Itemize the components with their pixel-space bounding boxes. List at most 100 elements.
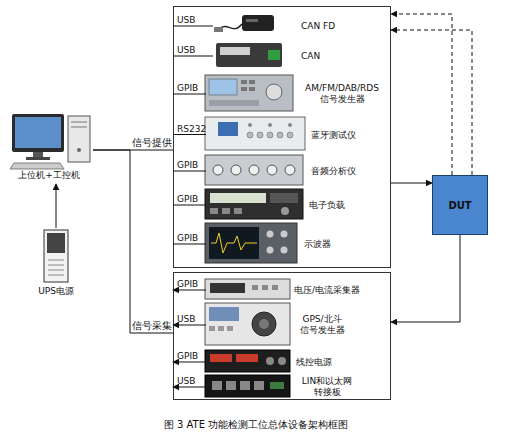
instrument: AM/FM/DAB/RDS 信号发生器 [206,76,294,112]
power-supply-illustration [278,357,286,365]
edge-label: GPIB [177,160,198,171]
electronic-load-illustration [205,189,303,219]
computer-illustration [26,157,50,160]
edge-label: GPIB [177,233,198,244]
ups-illustration [44,230,68,282]
electronic-load-illustration [205,189,303,219]
connector [173,134,206,135]
edge-label: USB [177,314,195,325]
audio-analyzer-illustration [213,165,223,175]
bluetooth-tester-illustration [268,123,272,127]
instrument: 线控电源 [206,351,291,373]
computer-illustration [10,163,64,169]
connector [173,290,206,291]
bluetooth-tester-illustration [218,122,238,136]
oscilloscope-illustration [281,231,288,238]
lin-ethernet-board-illustration [254,381,264,390]
connector [391,30,472,175]
audio-analyzer-illustration [205,155,303,185]
ups-illustration [44,230,68,282]
signal-generator-illustration [241,87,247,91]
node-label: 蓝牙测试仪 [311,129,356,140]
node-label: AM/FM/DAB/RDS 信号发生器 [297,83,387,105]
electronic-load-illustration [270,193,298,203]
signal-generator-illustration [249,80,255,84]
signal-generator-illustration [266,84,282,100]
gps-generator-illustration [209,307,239,321]
ups-illustration [47,233,65,253]
connector [391,235,460,322]
edge-label: GPIB [177,194,198,205]
audio-analyzer-illustration [231,165,241,175]
node-label: 示波器 [304,239,331,250]
audio-analyzer-illustration [267,165,277,175]
ups-illustration [48,265,64,266]
signal-generator-illustration [241,80,247,84]
voltage-current-meter-illustration [252,285,258,290]
connector [173,205,206,206]
instrument: LIN和以太网 转接板 [206,376,291,398]
instrument: 电压/电流采集器 [206,280,291,300]
edge-label: 信号采集 [132,320,172,331]
computer-illustration [10,114,90,169]
lin-ethernet-board-illustration [226,381,236,390]
power-supply-illustration [236,354,258,362]
connector [173,56,213,57]
oscilloscope-illustration [267,231,274,238]
bluetooth-tester-illustration [248,123,252,127]
lin-ethernet-board-illustration [270,382,284,389]
node-label: UPS电源 [30,286,82,297]
connector [56,184,57,228]
connector [173,26,213,27]
power-supply-illustration [205,350,290,372]
computer-illustration [71,122,87,123]
electronic-load-illustration [234,208,242,214]
gps-generator-illustration [205,303,290,345]
signal-generator-illustration [205,75,293,111]
audio-analyzer-illustration [285,165,295,175]
equipment-group: 电压/电流采集器GPS/北斗 信号发生器线控电源LIN和以太网 转接板 [173,272,391,400]
ups-illustration [48,260,64,261]
voltage-current-meter-illustration [272,285,278,290]
node-label: 线控电源 [296,357,332,368]
gps-generator-illustration [205,303,290,345]
can-illustration [220,47,250,55]
signal-generator-illustration [209,100,259,106]
node-label: 上位机+工控机 [5,170,93,181]
voltage-current-meter-illustration [205,279,290,299]
oscilloscope-illustration [281,247,288,254]
gps-generator-illustration [227,326,233,331]
instrument: 示波器 [206,224,298,264]
dut-box: DUT [432,175,488,235]
edge-label: USB [177,15,195,26]
ups-power: UPS电源 [30,228,82,300]
instrument: 音频分析仪 [206,156,304,186]
ups-illustration [48,275,64,276]
node-label: 电压/电流采集器 [294,285,360,296]
connector [173,94,206,95]
node-label: 音频分析仪 [311,166,356,177]
canfd-illustration [214,27,223,32]
oscilloscope-illustration [211,233,257,253]
power-supply-illustration [266,357,274,365]
bluetooth-tester-illustration [287,132,293,138]
voltage-current-meter-illustration [262,285,268,290]
computer-workstation: 上位机+工控机 [5,112,93,184]
signal-generator-illustration [205,75,293,111]
connector [173,171,206,172]
bluetooth-tester-illustration [247,132,253,138]
lin-ethernet-board-illustration [212,381,222,390]
voltage-current-meter-illustration [210,283,245,293]
edge-label: USB [177,45,195,56]
edge-label: 信号提供 [132,137,172,148]
connector [173,387,206,388]
oscilloscope-illustration [205,223,297,263]
lin-ethernet-board-illustration [240,381,250,390]
edge-label: USB [177,376,195,387]
node-label: GPS/北斗 信号发生器 [296,314,348,336]
power-supply-illustration [210,354,232,362]
connector [93,150,173,333]
power-supply-illustration [205,350,290,372]
instrument: CAN [213,42,291,70]
